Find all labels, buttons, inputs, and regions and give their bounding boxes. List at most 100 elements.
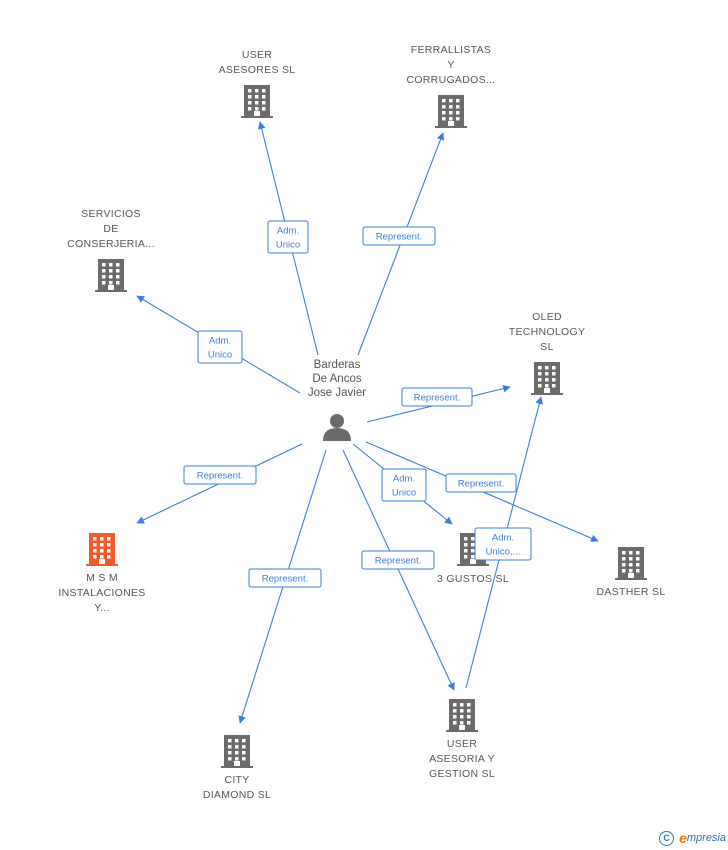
node-label-line: INSTALACIONES — [58, 587, 145, 599]
window — [248, 101, 252, 105]
window — [228, 751, 232, 755]
window — [100, 549, 104, 553]
window — [464, 537, 468, 541]
edge-label[interactable]: Represent. — [248, 568, 322, 588]
building-icon[interactable] — [446, 699, 478, 732]
window — [453, 715, 457, 719]
edge-label[interactable]: Represent. — [183, 465, 257, 485]
edge-label[interactable]: Represent. — [401, 387, 473, 407]
window — [622, 569, 626, 573]
building-icon[interactable] — [531, 362, 563, 395]
base — [95, 290, 127, 292]
window — [636, 563, 640, 567]
door — [628, 573, 634, 579]
copyright-icon: C — [659, 830, 675, 846]
window — [248, 89, 252, 93]
door — [459, 725, 465, 731]
window — [464, 543, 468, 547]
window — [102, 281, 106, 285]
building-icon[interactable] — [435, 95, 467, 128]
node-label-line: Y — [447, 59, 454, 71]
node-label-line: CORRUGADOS... — [406, 74, 495, 86]
company-node-dasther[interactable]: DASTHER SL — [597, 547, 666, 598]
window — [100, 537, 104, 541]
edge-label-text: Unico,... — [486, 547, 521, 558]
edge-label[interactable]: Represent. — [445, 473, 517, 493]
window — [629, 569, 633, 573]
node-label-line: ASESORIA Y — [429, 753, 495, 765]
window — [629, 551, 633, 555]
node-label-line: SERVICIOS — [81, 208, 141, 220]
window — [456, 111, 460, 115]
node-label-line: USER — [447, 738, 477, 750]
edge-label[interactable]: Adm.Unico — [267, 220, 309, 254]
window — [93, 537, 97, 541]
base — [615, 578, 647, 580]
edge-label[interactable]: Adm. Unico,... — [474, 527, 532, 561]
window — [102, 275, 106, 279]
company-node-msm[interactable]: M S MINSTALACIONESY... — [58, 533, 145, 614]
edge-center-user-gestion[interactable] — [342, 449, 455, 691]
edge-label-text: Adm. — [209, 336, 231, 347]
person-head — [330, 414, 344, 428]
edge-label-box — [381, 468, 427, 502]
edge-label[interactable]: Represent. — [361, 550, 435, 570]
company-node-servicios[interactable]: SERVICIOSDECONSERJERIA... — [67, 208, 155, 292]
window — [538, 384, 542, 388]
person-icon[interactable] — [323, 414, 351, 441]
node-label-line: M S M — [86, 572, 118, 584]
window — [545, 384, 549, 388]
window — [93, 543, 97, 547]
window — [116, 263, 120, 267]
building-icon[interactable] — [241, 85, 273, 118]
edge-label[interactable]: Represent. — [362, 226, 436, 246]
window — [442, 99, 446, 103]
window — [109, 281, 113, 285]
window — [456, 117, 460, 121]
window — [100, 543, 104, 547]
edge-label-box — [445, 473, 517, 493]
window — [116, 281, 120, 285]
window — [255, 107, 259, 111]
window — [107, 543, 111, 547]
building-icon[interactable] — [95, 259, 127, 292]
base — [446, 730, 478, 732]
window — [471, 555, 475, 559]
node-label-line: DIAMOND SL — [203, 789, 271, 801]
edge-label-text: Adm. — [492, 533, 514, 544]
window — [255, 101, 259, 105]
window — [102, 269, 106, 273]
window — [262, 101, 266, 105]
window — [100, 555, 104, 559]
edge-line — [342, 449, 455, 691]
door — [108, 285, 114, 291]
edge-label[interactable]: Adm.Unico — [197, 330, 243, 364]
window — [467, 703, 471, 707]
building-icon[interactable] — [615, 547, 647, 580]
edge-label[interactable]: Adm.Unico — [381, 468, 427, 502]
node-label-line: USER — [242, 49, 272, 61]
company-node-ferrallistas[interactable]: FERRALLISTASYCORRUGADOS... — [406, 44, 495, 128]
edge-label-box — [362, 226, 436, 246]
base — [241, 116, 273, 118]
building-icon[interactable] — [86, 533, 118, 566]
window — [107, 549, 111, 553]
window — [453, 703, 457, 707]
window — [636, 551, 640, 555]
window — [629, 563, 633, 567]
window — [449, 117, 453, 121]
window — [449, 99, 453, 103]
edge-label-box — [361, 550, 435, 570]
person-body — [323, 428, 351, 441]
window — [255, 95, 259, 99]
window — [102, 263, 106, 267]
edge-label-text: Adm. — [277, 226, 299, 237]
building-icon[interactable] — [221, 735, 253, 768]
window — [116, 269, 120, 273]
window — [552, 378, 556, 382]
